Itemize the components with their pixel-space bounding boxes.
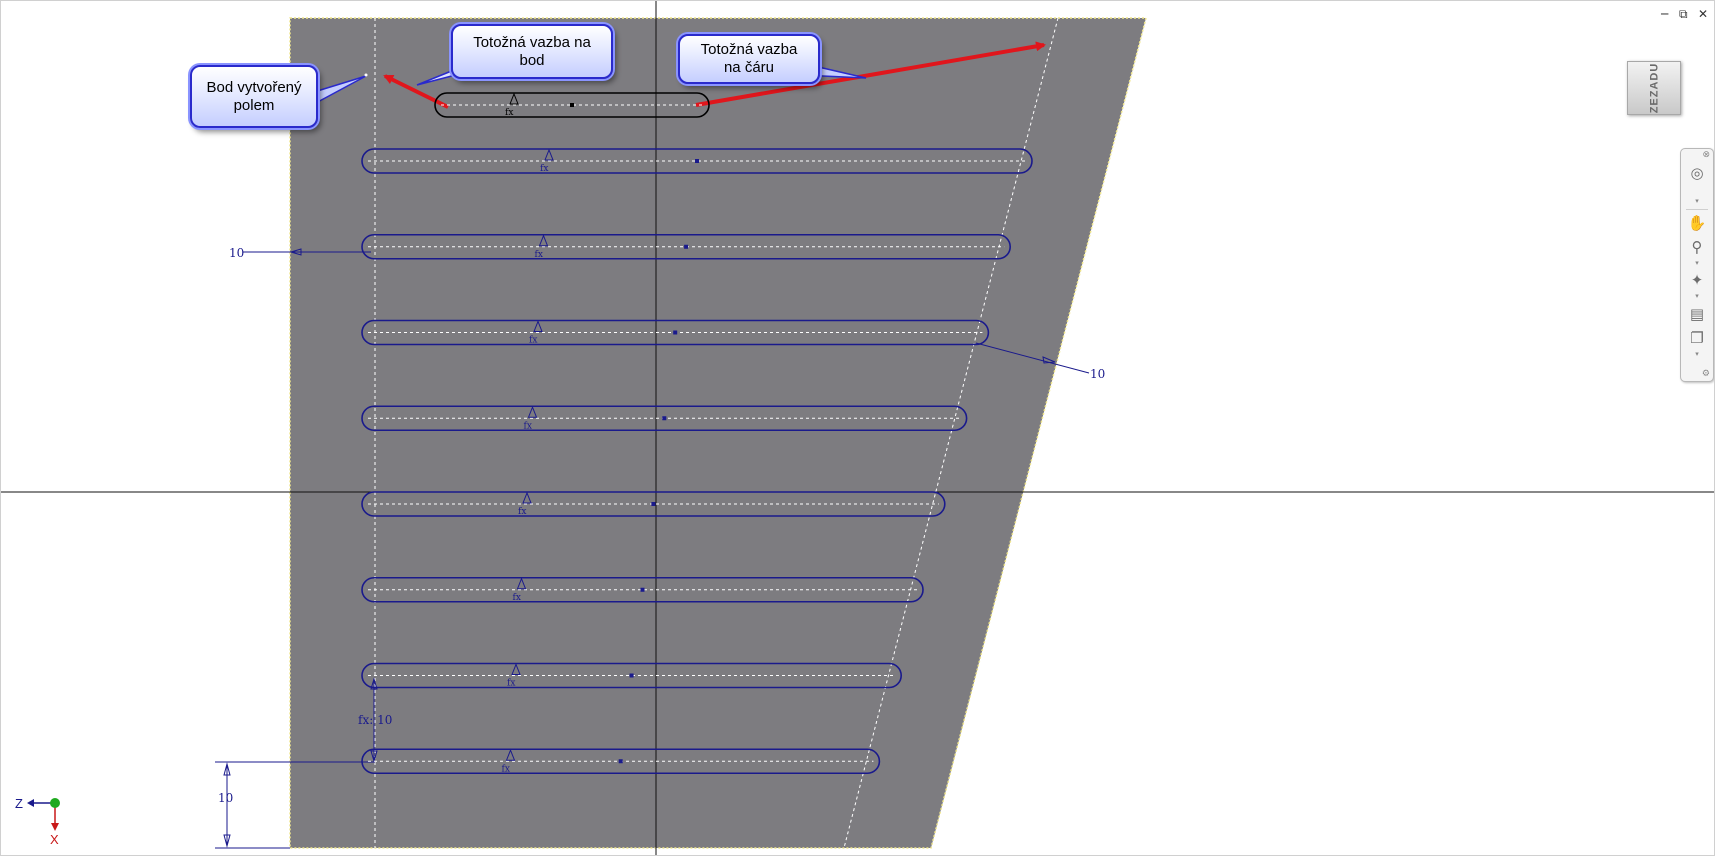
sketch-plane bbox=[289, 17, 1147, 849]
callout-coincident-point: Totožná vazba na bod bbox=[451, 24, 613, 79]
callout-coincident-line: Totožná vazba na čáru bbox=[678, 34, 820, 84]
slot-constraint-glyph bbox=[511, 663, 521, 675]
view-dropdown-icon[interactable]: ▾ bbox=[1695, 350, 1699, 358]
slot-parameter-label: fx bbox=[502, 764, 510, 774]
origin-dot bbox=[50, 798, 60, 808]
zoom-icon[interactable]: ⚲ bbox=[1691, 238, 1703, 256]
slot-constraint-glyph bbox=[527, 405, 538, 418]
orbit-icon[interactable]: ✦ bbox=[1690, 271, 1704, 289]
slot-parameter-label: fx bbox=[518, 507, 526, 517]
slot-center-point[interactable] bbox=[673, 330, 678, 335]
slot-parameter-label: fx bbox=[524, 421, 532, 431]
slot-constraint-glyph bbox=[538, 234, 549, 247]
slot-1[interactable]: fx bbox=[434, 92, 710, 118]
z-axis-label: Z bbox=[15, 796, 23, 811]
slot-center-point[interactable] bbox=[651, 502, 656, 506]
bottom-offset-value[interactable]: 10 bbox=[218, 791, 233, 805]
left-offset-dimension[interactable] bbox=[243, 248, 371, 256]
view-icon[interactable]: ❐ bbox=[1690, 329, 1704, 347]
pattern-point[interactable] bbox=[364, 73, 368, 77]
pattern-spacing-value[interactable]: fx: 10 bbox=[358, 713, 392, 727]
slot-parameter-label: fx bbox=[507, 679, 515, 689]
slot-outline[interactable] bbox=[361, 576, 924, 603]
callout-pattern-point: Bod vytvořený polem bbox=[190, 65, 318, 128]
slot-center-point[interactable] bbox=[629, 673, 634, 678]
slot-parameter-label: fx bbox=[505, 108, 513, 118]
right-construction-line bbox=[843, 17, 1059, 849]
slot-2[interactable]: fx bbox=[361, 148, 1033, 174]
slot-constraint-glyph bbox=[516, 577, 527, 590]
slot-3[interactable]: fx bbox=[361, 233, 1012, 260]
slot-outline[interactable] bbox=[434, 92, 710, 118]
slot-parameter-label: fx bbox=[540, 164, 548, 174]
right-offset-dimension[interactable] bbox=[975, 342, 1090, 374]
slot-parameter-label: fx bbox=[535, 250, 543, 260]
look-at-icon[interactable]: ▤ bbox=[1689, 305, 1705, 323]
slot-constraint-glyph bbox=[509, 92, 519, 105]
orbit-dropdown-icon[interactable]: ▾ bbox=[1695, 292, 1699, 300]
pan-icon[interactable]: ✋ bbox=[1687, 214, 1707, 232]
slot-7[interactable]: fx bbox=[361, 576, 924, 603]
slot-center-point[interactable] bbox=[695, 159, 699, 163]
slot-4[interactable]: fx bbox=[361, 319, 990, 346]
pattern-spacing-dimension[interactable] bbox=[370, 677, 378, 763]
slot-outline[interactable] bbox=[361, 662, 903, 689]
minimize-icon[interactable]: ─ bbox=[1661, 7, 1669, 21]
zoom-dropdown-icon[interactable]: ▾ bbox=[1695, 259, 1699, 267]
slot-9[interactable]: fx bbox=[361, 748, 881, 775]
navbar-separator bbox=[1686, 209, 1708, 210]
slot-constraint-glyph bbox=[505, 748, 516, 761]
slot-constraint-glyph bbox=[544, 148, 554, 161]
slot-5[interactable]: fx bbox=[361, 405, 968, 432]
point-arrow bbox=[383, 74, 449, 109]
slot-outline[interactable] bbox=[361, 148, 1033, 174]
navbar-close-icon[interactable]: ⊗ bbox=[1702, 150, 1710, 160]
x-axis-label: X bbox=[50, 832, 59, 847]
navbar-options-icon[interactable]: ⚙ bbox=[1701, 369, 1710, 379]
slot-constraint-glyph bbox=[533, 320, 543, 332]
slot-parameter-label: fx bbox=[513, 593, 521, 603]
slot-outline[interactable] bbox=[361, 491, 946, 517]
steering-wheel-icon[interactable]: ◎ bbox=[1690, 164, 1704, 182]
navigation-bar[interactable]: ⊗ ◎ ▾ ✋ ⚲ ▾ ✦ ▾ ▤ ❐ ▾ ⚙ bbox=[1680, 148, 1714, 382]
slot-center-point[interactable] bbox=[662, 416, 667, 421]
slot-outline[interactable] bbox=[361, 319, 990, 346]
slot-center-point[interactable] bbox=[684, 244, 689, 249]
line-arrow bbox=[695, 41, 1046, 107]
slot-outline[interactable] bbox=[361, 748, 881, 775]
viewcube[interactable]: ZEZADU bbox=[1627, 61, 1681, 115]
restore-icon[interactable]: ⧉ bbox=[1679, 7, 1688, 21]
coordinate-triad: Z X bbox=[15, 796, 60, 847]
viewcube-face-label: ZEZADU bbox=[1647, 62, 1660, 114]
right-offset-value[interactable]: 10 bbox=[1090, 367, 1105, 381]
bottom-offset-dimension[interactable] bbox=[215, 761, 375, 848]
close-icon[interactable]: ✕ bbox=[1698, 7, 1709, 21]
left-offset-value[interactable]: 10 bbox=[229, 246, 244, 260]
slot-parameter-label: fx bbox=[529, 336, 537, 346]
slot-center-point[interactable] bbox=[640, 587, 645, 592]
slot-outline[interactable] bbox=[361, 233, 1012, 260]
slot-constraint-glyph bbox=[522, 491, 532, 504]
slot-center-point[interactable] bbox=[618, 759, 623, 764]
slot-6[interactable]: fx bbox=[361, 491, 946, 517]
steering-wheel-dropdown-icon[interactable]: ▾ bbox=[1695, 197, 1699, 205]
slot-8[interactable]: fx bbox=[361, 662, 903, 689]
slot-center-point[interactable] bbox=[570, 103, 574, 107]
slot-outline[interactable] bbox=[361, 405, 968, 432]
